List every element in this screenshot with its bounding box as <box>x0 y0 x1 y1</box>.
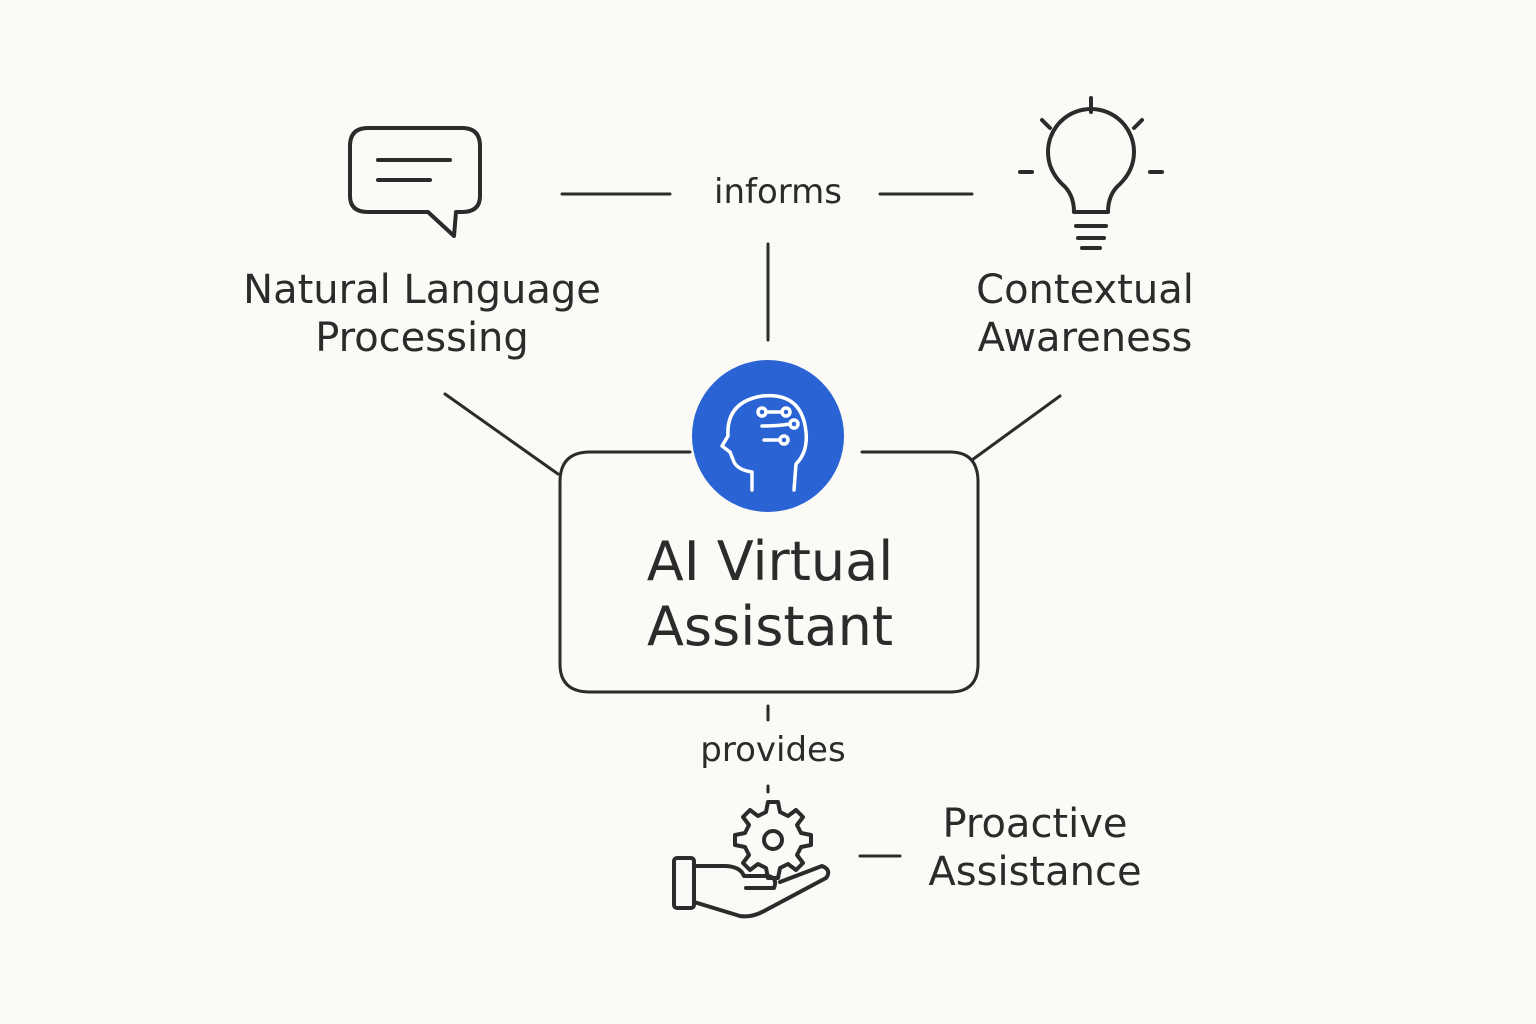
connector-context-center <box>970 394 1062 462</box>
node-nlp-line2: Processing <box>315 315 529 361</box>
head-circuit-icon <box>692 360 844 512</box>
center-title-line2: Assistant <box>646 594 893 658</box>
hand-gear-icon <box>672 800 831 919</box>
node-context-label: Contextual Awareness <box>950 266 1220 362</box>
node-proactive-label: Proactive Assistance <box>910 800 1160 896</box>
node-proactive-line2: Assistance <box>928 849 1142 895</box>
center-title: AI Virtual Assistant <box>570 530 970 660</box>
center-title-line1: AI Virtual <box>646 530 894 593</box>
node-nlp-line1: Natural Language <box>243 267 601 313</box>
lightbulb-icon <box>1018 96 1164 250</box>
edge-label-provides: provides <box>700 730 846 770</box>
node-context-line1: Contextual <box>976 267 1194 313</box>
node-context-line2: Awareness <box>977 315 1193 361</box>
node-nlp-label: Natural Language Processing <box>222 266 622 362</box>
chat-bubble-icon <box>348 126 482 238</box>
center-box <box>558 450 980 694</box>
node-proactive-line1: Proactive <box>942 801 1128 847</box>
connector-nlp-center <box>443 392 560 476</box>
edge-label-informs: informs <box>714 172 842 212</box>
